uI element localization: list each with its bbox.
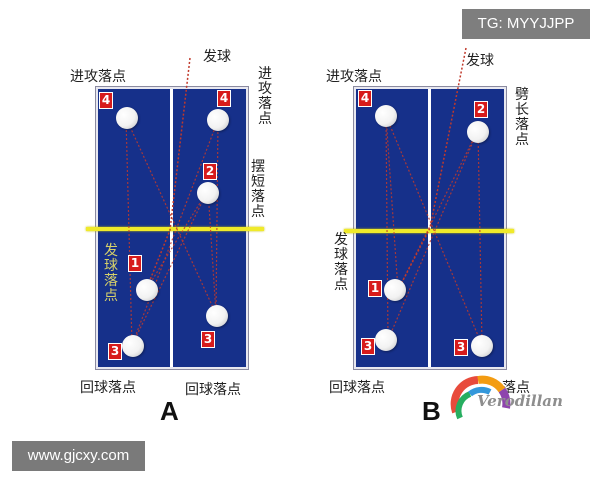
label-b-return-left: 回球落点 xyxy=(329,380,385,396)
net-a xyxy=(86,227,264,231)
ball-b-2 xyxy=(467,121,489,143)
tg-watermark: TG: MYYJJPP xyxy=(462,9,590,39)
logo-text: Verodillan xyxy=(477,392,563,410)
marker-b-4: 4 xyxy=(358,90,372,107)
marker-a-4-left: 4 xyxy=(99,92,113,109)
path-a-2 xyxy=(131,189,209,346)
path-a-7 xyxy=(215,119,219,315)
marker-a-3-left: 3 xyxy=(108,343,122,360)
ball-b-3-right xyxy=(471,335,493,357)
ball-a-4-left xyxy=(116,107,138,129)
path-a-6 xyxy=(125,117,133,346)
marker-a-4-right: 4 xyxy=(217,90,231,107)
path-b-6 xyxy=(385,115,399,291)
label-a-serve-landing: 发球落点 xyxy=(104,243,118,304)
label-a-serve: 发球 xyxy=(203,49,231,65)
label-b-attack: 进攻落点 xyxy=(326,69,382,85)
site-watermark: www.gjcxy.com xyxy=(12,441,145,471)
path-b-1 xyxy=(397,129,479,291)
marker-a-1: 1 xyxy=(128,255,142,272)
path-a-3 xyxy=(207,189,217,315)
label-b-serve-landing: 发球落点 xyxy=(334,232,348,293)
ball-a-4-right xyxy=(207,109,229,131)
net-b xyxy=(344,229,514,233)
ball-b-4 xyxy=(375,105,397,127)
serve-path-a xyxy=(145,57,191,291)
path-b-5 xyxy=(385,115,483,346)
marker-b-3-right: 3 xyxy=(454,339,468,356)
path-b-2 xyxy=(387,129,479,341)
marker-a-2: 2 xyxy=(203,163,217,180)
ball-b-3-left xyxy=(375,329,397,351)
label-b-letter: B xyxy=(422,396,441,426)
ball-a-1 xyxy=(136,279,158,301)
label-a-letter: A xyxy=(160,396,179,426)
label-a-return-right: 回球落点 xyxy=(185,382,241,398)
label-b-return-right: 落点 xyxy=(502,380,530,396)
marker-b-3-left: 3 xyxy=(361,338,375,355)
path-a-1 xyxy=(145,189,209,291)
label-a-attack-right: 进攻落点 xyxy=(258,66,272,127)
marker-a-3-right: 3 xyxy=(201,331,215,348)
serve-path-b xyxy=(397,47,467,291)
path-a-4 xyxy=(131,119,219,346)
ball-a-3-right xyxy=(206,305,228,327)
marker-b-1: 1 xyxy=(368,280,382,297)
label-a-return-left: 回球落点 xyxy=(80,380,136,396)
label-b-serve: 发球 xyxy=(466,53,494,69)
ball-a-2 xyxy=(197,182,219,204)
path-b-4 xyxy=(385,115,389,341)
ball-b-1 xyxy=(384,279,406,301)
marker-b-2: 2 xyxy=(474,101,488,118)
label-a-short: 摆短落点 xyxy=(251,159,265,220)
ball-a-3-left xyxy=(122,335,144,357)
path-b-3 xyxy=(477,129,483,346)
label-b-long: 劈长落点 xyxy=(515,87,529,148)
label-a-attack: 进攻落点 xyxy=(70,69,126,85)
verodillan-logo-icon xyxy=(450,375,511,420)
